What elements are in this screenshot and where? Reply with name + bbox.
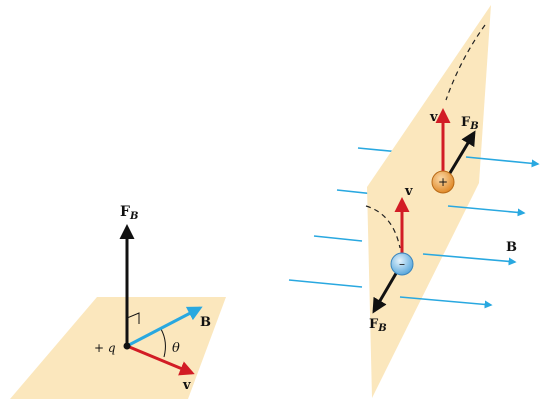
field-line-4-right [399, 296, 493, 309]
negative-charge-trajectory [365, 205, 401, 249]
velocity-vector-arrow [126, 344, 195, 376]
point-charge-dot [123, 342, 131, 350]
positive-charge-trajectory [445, 24, 486, 101]
field-line-2-right [447, 205, 526, 217]
field-line-3-left [313, 235, 363, 242]
positive-sign: + [438, 175, 448, 189]
field-line-1-right [465, 156, 540, 168]
charge-label: + q [94, 341, 116, 355]
lower-force-label: FB [369, 317, 387, 334]
angle-arc [160, 328, 166, 358]
upper-velocity-label: v [429, 110, 438, 125]
field-line-3-right [422, 253, 517, 266]
negative-sign: – [399, 257, 405, 271]
vertical-plane [367, 5, 491, 398]
negative-force-arrow [372, 269, 400, 314]
magnetic-field-vector-arrow [126, 306, 203, 348]
field-label-left: B [200, 315, 211, 330]
field-line-4-left [288, 279, 363, 288]
positive-force-arrow [445, 130, 476, 179]
angle-label: θ [172, 341, 180, 356]
left-diagram: FB B θ v + q [10, 204, 226, 399]
upper-force-label: FB [461, 115, 479, 132]
positive-charge [431, 170, 455, 194]
velocity-label-left: v [182, 378, 191, 393]
field-label-right: B [506, 240, 517, 255]
negative-charge [390, 252, 414, 276]
force-label-left: FB [120, 204, 138, 222]
lower-velocity-label: v [404, 184, 413, 199]
right-diagram: + – v FB v FB B [288, 5, 540, 398]
